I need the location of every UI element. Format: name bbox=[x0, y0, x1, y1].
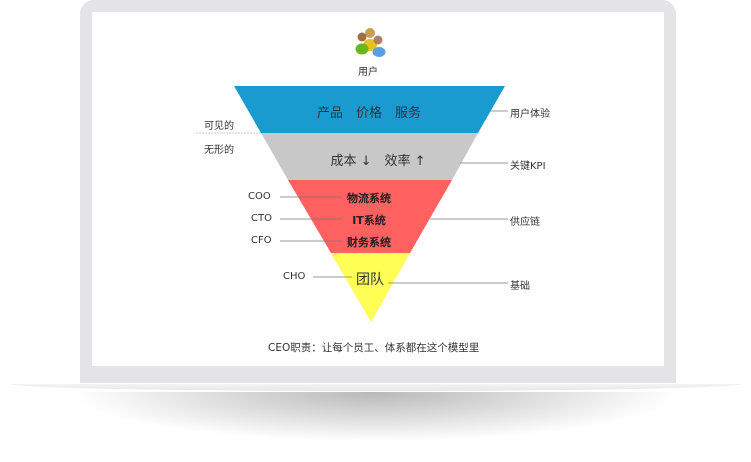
item-finance: 财务系统 bbox=[347, 236, 391, 249]
layer-kpi-text: 成本 ↓ 效率 ↑ bbox=[330, 154, 426, 169]
laptop-base bbox=[10, 384, 741, 391]
cfo-label: CFO bbox=[251, 235, 272, 246]
coo-label: COO bbox=[248, 191, 271, 202]
layer-experience-text: 产品 价格 服务 bbox=[316, 106, 422, 121]
visible-label: 可见的 bbox=[204, 121, 234, 132]
foundation-label: 基础 bbox=[510, 281, 530, 292]
layer-supply-chain bbox=[288, 180, 452, 253]
supply-chain-label: 供应链 bbox=[510, 217, 540, 228]
layer-kpi bbox=[261, 133, 478, 180]
laptop-shadow bbox=[70, 392, 681, 442]
cto-label: CTO bbox=[251, 213, 272, 224]
item-logistics: 物流系统 bbox=[347, 192, 391, 205]
users-label: 用户 bbox=[358, 67, 378, 78]
footer-text: CEO职责：让每个员工、体系都在这个模型里 bbox=[268, 342, 480, 354]
cho-label: CHO bbox=[283, 271, 306, 282]
layer-team-text: 团队 bbox=[356, 272, 384, 288]
item-it: IT系统 bbox=[352, 214, 386, 227]
invisible-label: 无形的 bbox=[204, 145, 234, 156]
layer-experience bbox=[234, 86, 505, 133]
users-group-icon bbox=[355, 28, 386, 57]
layer-foundation bbox=[331, 253, 410, 322]
experience-label: 用户体验 bbox=[510, 109, 550, 120]
kpi-label: 关键KPI bbox=[510, 161, 546, 172]
